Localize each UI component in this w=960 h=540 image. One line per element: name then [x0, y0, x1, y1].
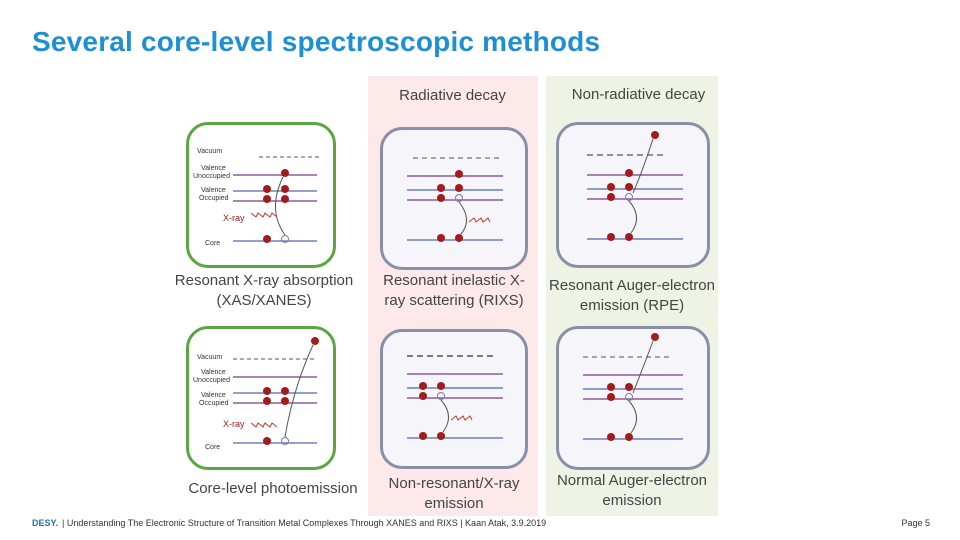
svg-text:X-ray: X-ray — [223, 213, 245, 223]
aes-caption-line2: emission — [602, 492, 662, 509]
xas-diagram: Vacuum Valence Unoccupied Valence Occupi… — [186, 122, 336, 268]
aes-caption: Normal Auger-electron emission — [542, 471, 722, 511]
svg-text:Core: Core — [205, 240, 220, 247]
pes-caption-line1: Core-level photoemission — [188, 480, 358, 497]
aes-diagram — [556, 326, 710, 470]
svg-text:Core: Core — [205, 444, 220, 451]
rixs-diagram — [380, 127, 528, 270]
footer-text: | Understanding The Electronic Structure… — [62, 518, 547, 528]
aes-caption-line1: Normal Auger-electron — [556, 472, 708, 489]
rixs-caption: Resonant inelastic X- ray scattering (RI… — [372, 271, 536, 311]
nonradiative-decay-heading: Non-radiative decay — [571, 86, 706, 103]
svg-text:Occupied: Occupied — [199, 400, 229, 407]
svg-text:Valence: Valence — [201, 165, 226, 172]
xes-caption-line2: emission — [424, 495, 484, 512]
rixs-caption-line2: ray scattering (RIXS) — [384, 292, 524, 309]
rixs-caption-line1: Resonant inelastic X- — [383, 272, 525, 289]
pes-diagram: Vacuum Valence Unoccupied Valence Occupi… — [186, 326, 336, 470]
desy-logo: DESY. — [32, 518, 59, 528]
svg-text:Vacuum: Vacuum — [197, 354, 222, 361]
page-number: Page 5 — [901, 518, 930, 528]
svg-text:Valence: Valence — [201, 369, 226, 376]
xas-caption-line1: Resonant X-ray absorption — [174, 272, 354, 289]
svg-text:Unoccupied: Unoccupied — [193, 173, 230, 180]
footer: DESY.| Understanding The Electronic Stru… — [32, 518, 546, 528]
xes-caption-line1: Non-resonant/X-ray — [388, 475, 520, 492]
rpe-caption: Resonant Auger-electron emission (RPE) — [542, 276, 722, 316]
svg-text:Valence: Valence — [201, 392, 226, 399]
rpe-caption-line2: emission (RPE) — [579, 297, 685, 314]
svg-text:X-ray: X-ray — [223, 419, 245, 429]
slide-title: Several core-level spectroscopic methods — [32, 26, 601, 57]
pes-caption: Core-level photoemission — [176, 479, 370, 499]
rpe-caption-line1: Resonant Auger-electron — [549, 277, 715, 294]
svg-text:Vacuum: Vacuum — [197, 148, 222, 155]
xas-caption-line2: (XAS/XANES) — [216, 292, 312, 309]
svg-text:Occupied: Occupied — [199, 195, 229, 202]
xes-diagram — [380, 329, 528, 469]
xes-caption: Non-resonant/X-ray emission — [372, 474, 536, 514]
rpe-diagram — [556, 122, 710, 268]
radiative-decay-heading: Radiative decay — [399, 87, 506, 104]
svg-text:Unoccupied: Unoccupied — [193, 377, 230, 384]
xas-caption: Resonant X-ray absorption (XAS/XANES) — [164, 271, 364, 311]
svg-text:Valence: Valence — [201, 187, 226, 194]
